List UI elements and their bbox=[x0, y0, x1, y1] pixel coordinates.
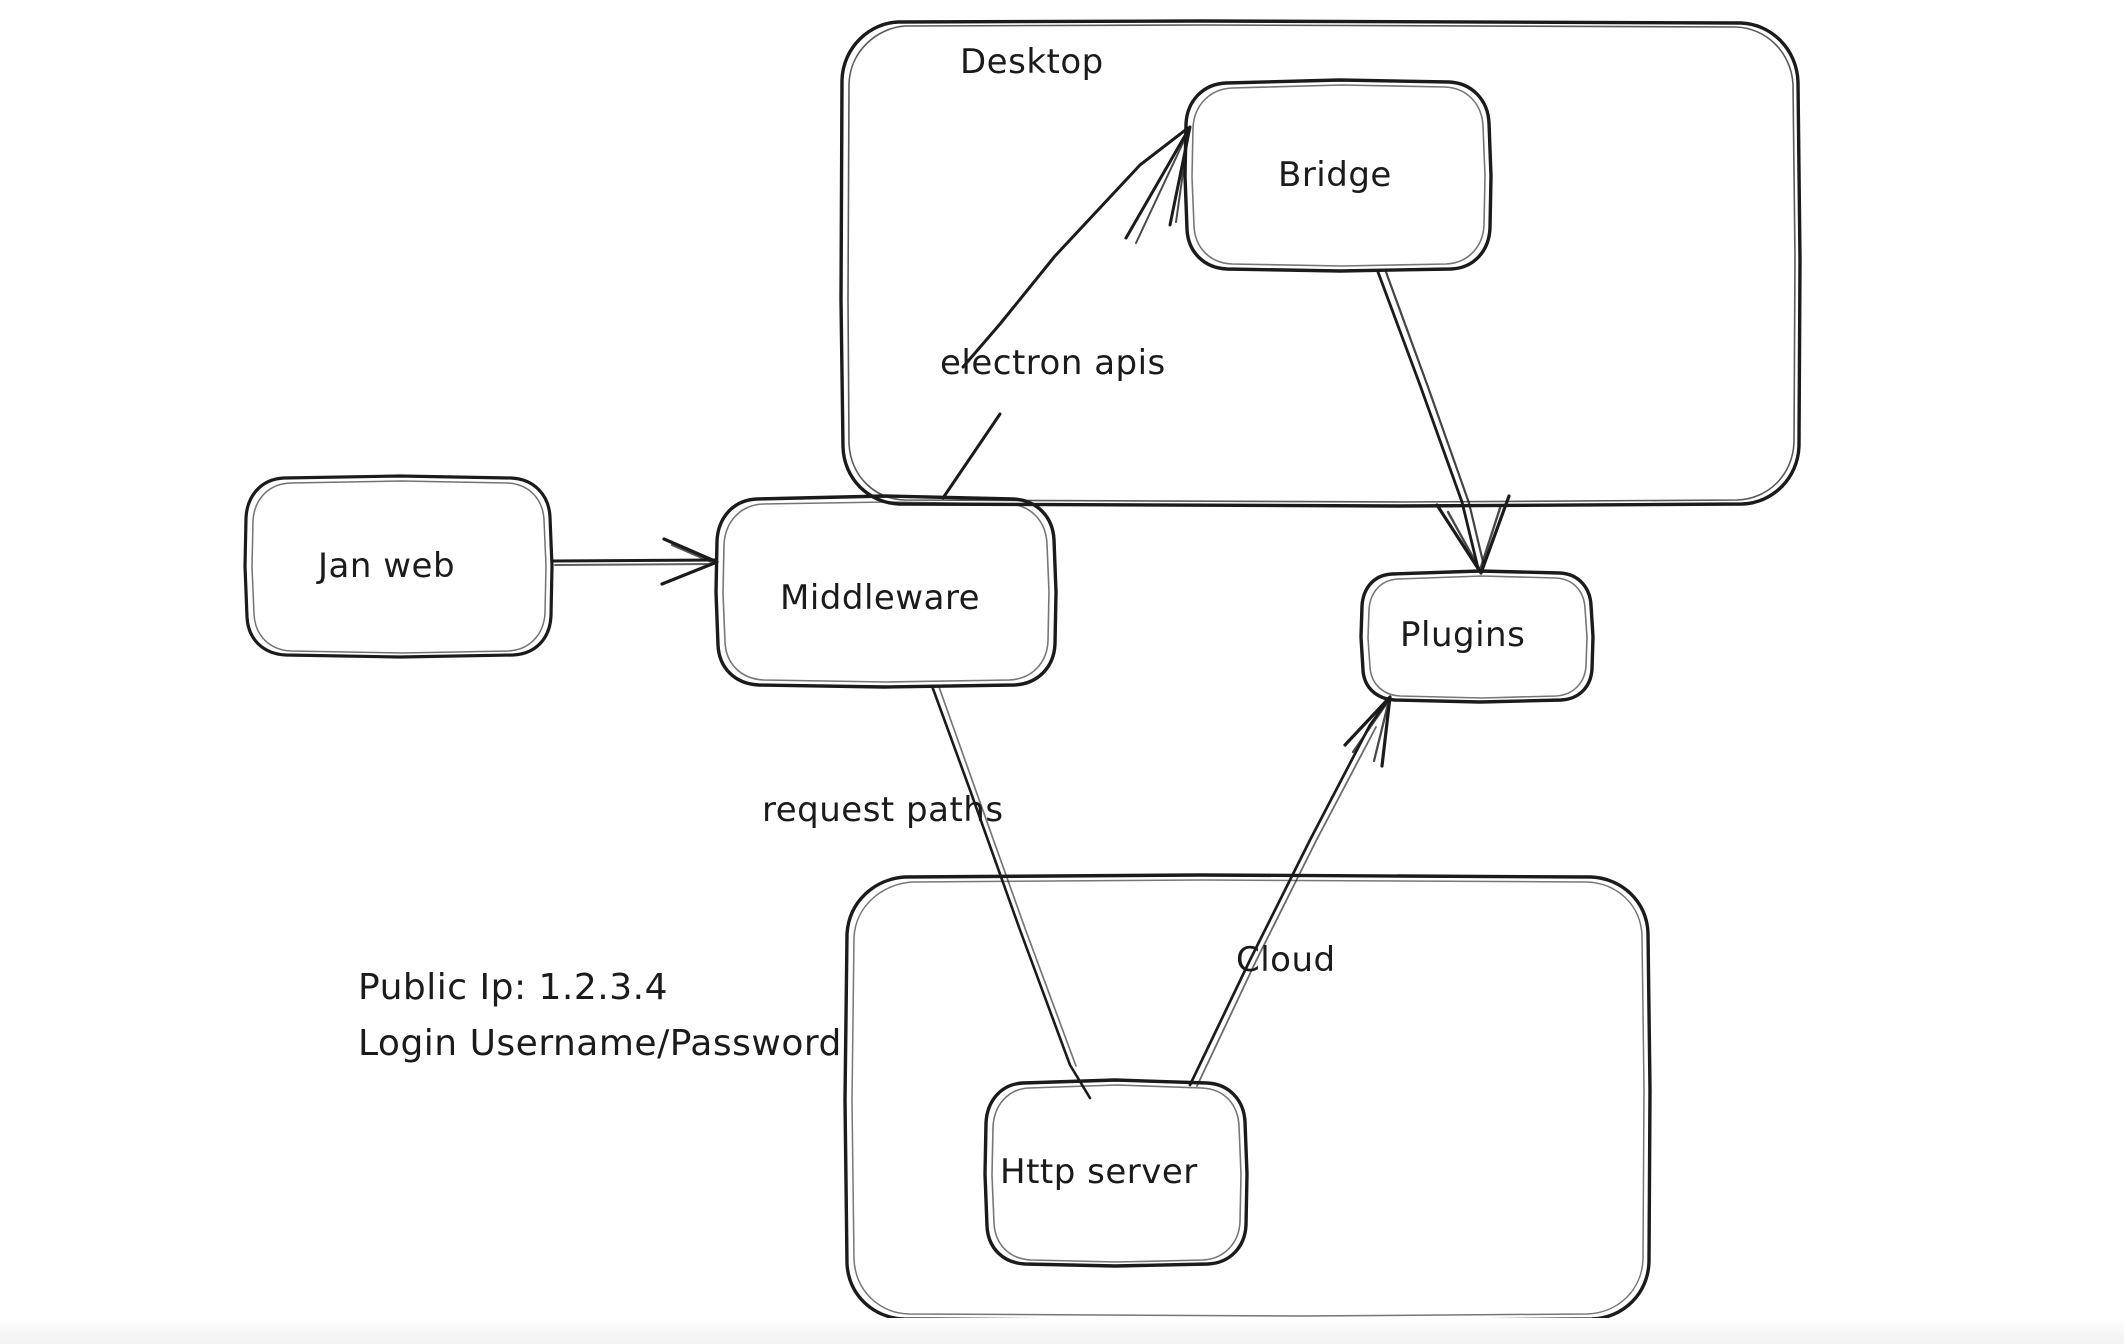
edge-middleware-to-http-server-line-pass2 bbox=[938, 686, 1077, 1067]
edge-jan-web-to-middleware-line bbox=[551, 558, 717, 563]
edge-middleware-to-bridge-arrowhead-pass2 bbox=[1135, 129, 1190, 244]
node-jan-web-outline bbox=[243, 474, 554, 659]
node-plugins-outline-second-pass bbox=[1367, 575, 1588, 699]
edge-bridge-to-plugins[interactable] bbox=[1376, 270, 1511, 575]
node-plugins-outline bbox=[1359, 569, 1595, 704]
edge-bridge-to-plugins-arrowhead bbox=[1435, 494, 1511, 575]
node-http-server[interactable] bbox=[983, 1078, 1249, 1268]
node-middleware-outline bbox=[714, 494, 1058, 689]
edge-http-server-to-plugins-line-pass2 bbox=[1196, 726, 1377, 1087]
node-middleware[interactable] bbox=[714, 494, 1058, 689]
node-plugins[interactable] bbox=[1359, 569, 1595, 704]
edge-middleware-to-bridge[interactable] bbox=[941, 125, 1192, 500]
edge-http-server-to-plugins-arrowhead bbox=[1343, 695, 1392, 768]
edge-http-server-to-plugins-line bbox=[1188, 698, 1390, 1087]
edge-label-electron-apis: electron apis bbox=[940, 343, 1166, 383]
container-cloud-region-outline-second-pass bbox=[851, 879, 1645, 1317]
edge-middleware-to-http-server[interactable] bbox=[930, 684, 1092, 1100]
edge-middleware-to-bridge-arrowhead bbox=[1124, 125, 1192, 240]
edge-bridge-to-plugins-line bbox=[1376, 270, 1480, 570]
edge-http-server-to-plugins-arrowhead-pass2 bbox=[1351, 698, 1391, 763]
node-label-middleware: Middleware bbox=[780, 578, 981, 618]
edge-bridge-to-plugins-line-pass2 bbox=[1384, 270, 1486, 568]
node-label-bridge: Bridge bbox=[1278, 155, 1392, 195]
node-label-http-server: Http server bbox=[1000, 1152, 1198, 1192]
note-public-ip-line-1: Public Ip: 1.2.3.4 bbox=[358, 967, 668, 1008]
edge-bridge-to-plugins-arrowhead-pass2 bbox=[1446, 503, 1503, 572]
container-desktop-outline-second-pass bbox=[847, 24, 1796, 503]
edge-middleware-to-http-server-line bbox=[930, 684, 1092, 1100]
node-http-server-outline bbox=[983, 1078, 1249, 1268]
node-bridge[interactable] bbox=[1183, 78, 1493, 273]
edge-jan-web-to-middleware-arrowhead bbox=[660, 537, 719, 586]
edge-middleware-to-bridge-line bbox=[961, 126, 1190, 369]
node-bridge-outline-second-pass bbox=[1191, 84, 1486, 267]
node-jan-web-outline-second-pass bbox=[251, 480, 547, 654]
container-desktop-outline bbox=[839, 19, 1802, 508]
container-label-desktop: Desktop bbox=[960, 42, 1104, 82]
edge-jan-web-to-middleware-line-pass2 bbox=[554, 563, 714, 566]
bottom-toolbar-strip bbox=[0, 1318, 2124, 1344]
node-middleware-outline-second-pass bbox=[722, 501, 1050, 683]
edge-label-cloud: Cloud bbox=[1236, 940, 1336, 980]
node-http-server-outline-second-pass bbox=[991, 1084, 1242, 1263]
node-label-jan-web: Jan web bbox=[318, 546, 456, 586]
note-public-ip: Public Ip: 1.2.3.4 Login Username/Passwo… bbox=[358, 960, 842, 1072]
node-jan-web[interactable] bbox=[243, 474, 554, 659]
node-label-plugins: Plugins bbox=[1400, 615, 1526, 655]
edge-middleware-to-bridge-lower-stroke bbox=[941, 412, 1002, 500]
edge-http-server-to-plugins[interactable] bbox=[1188, 695, 1392, 1087]
container-desktop[interactable] bbox=[839, 19, 1802, 508]
edge-jan-web-to-middleware[interactable] bbox=[551, 537, 719, 586]
edge-label-request-paths: request paths bbox=[762, 790, 1004, 830]
note-public-ip-line-2: Login Username/Password bbox=[358, 1023, 842, 1064]
node-bridge-outline bbox=[1183, 78, 1493, 273]
edge-jan-web-to-middleware-arrowhead-pass2 bbox=[670, 543, 718, 566]
